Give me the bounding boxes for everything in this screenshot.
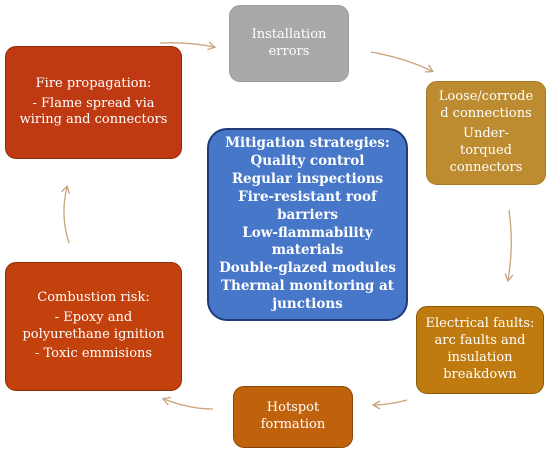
box-line: breakdown <box>443 366 517 382</box>
box-line: formation <box>260 417 326 432</box>
mitigation-item: Low-flammability <box>242 224 373 241</box>
combustion-risk-box: Combustion risk: - Epoxy and polyurethan… <box>5 262 182 391</box>
arrow-fire-to-installation <box>159 41 217 51</box>
box-line: errors <box>268 43 310 59</box>
arrow-combustion-to-fire <box>61 184 71 244</box>
box-line: Under- <box>463 126 509 142</box>
box-line: Fire propagation: <box>35 75 152 91</box>
arrow-electrical-to-hotspot <box>371 399 408 410</box>
arrow-hotspot-to-combustion <box>161 396 214 410</box>
box-line: - Flame spread via <box>32 95 155 111</box>
mitigation-title: Mitigation strategies: <box>225 135 390 152</box>
mitigation-item: materials <box>271 242 344 259</box>
mitigation-item: Regular inspections <box>231 171 384 188</box>
box-line: torqued <box>460 142 512 158</box>
electrical-faults-box: Electrical faults: arc faults and insula… <box>416 306 544 394</box>
box-line: polyurethane ignition <box>22 326 165 342</box>
loose-connections-box: Loose/corrode d connections Under- torqu… <box>426 81 546 185</box>
box-line: insulation <box>447 350 513 365</box>
mitigation-item: junctions <box>272 295 343 312</box>
installation-errors-box: Installation errors <box>229 5 349 82</box>
mitigation-item: Double-glazed modules <box>219 260 396 277</box>
box-line: Electrical faults: <box>425 316 535 332</box>
box-line: Hotspot <box>266 400 320 416</box>
box-line: Installation <box>251 26 327 42</box>
arrow-installation-to-loose <box>370 51 435 73</box>
box-line: wiring and connectors <box>19 112 168 128</box>
box-line: - Toxic emmisions <box>34 346 153 362</box>
mitigation-item: Quality control <box>250 153 365 170</box>
box-line: - Epoxy and <box>54 309 133 325</box>
box-line: d connections <box>440 106 532 122</box>
hotspot-formation-box: Hotspot formation <box>233 386 353 448</box>
mitigation-item: Thermal monitoring at <box>220 277 395 294</box>
arrow-loose-to-electrical <box>504 209 514 283</box>
box-line: Combustion risk: <box>37 289 150 305</box>
mitigation-item: Fire-resistant roof barriers <box>238 188 377 223</box>
box-line: Loose/corrode <box>438 89 534 105</box>
mitigation-strategies-box: Mitigation strategies: Quality control R… <box>207 128 408 321</box>
box-line: connectors <box>449 159 523 175</box>
fire-propagation-box: Fire propagation: - Flame spread via wir… <box>5 46 182 159</box>
box-line: arc faults and <box>434 333 526 349</box>
